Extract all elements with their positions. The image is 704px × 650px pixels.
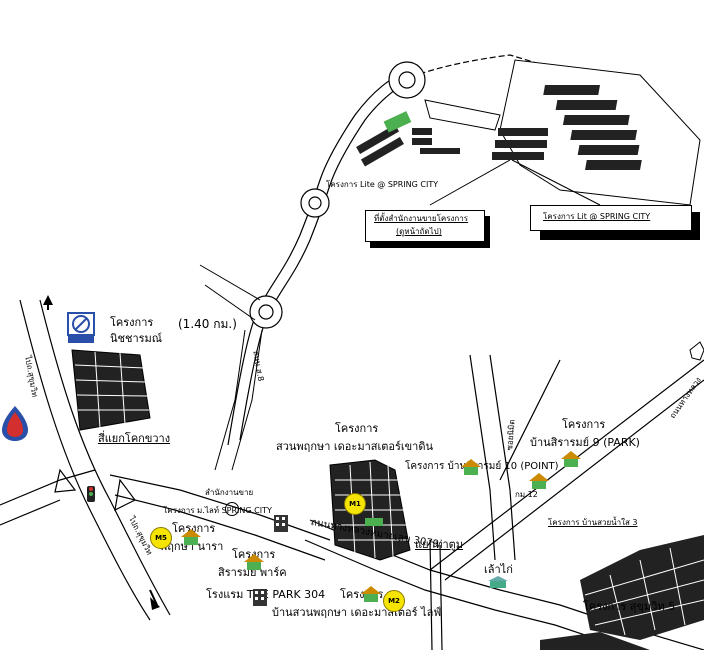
spring-city-lots xyxy=(356,85,642,170)
pruksa-nara-label-line2: พฤกษา นารา xyxy=(160,540,224,553)
building-icon xyxy=(273,511,289,533)
house-icon xyxy=(460,458,482,476)
ban-suay-label: โครงการ บ้านสวยน้ำใส 3 xyxy=(548,518,638,527)
arrow-south-icon xyxy=(150,597,160,610)
spring-city-top-label: โครงการ Lite @ SPRING CITY xyxy=(326,180,439,189)
sales-office-callout-line1: ที่ตั้งสำนักงานขายโครงการ xyxy=(374,214,469,223)
sales-office-callout-line2: (ดูหน้าถัดไป) xyxy=(396,227,442,236)
spring-city-mid-label: โครงการ ม.ไลท์ SPRING CITY xyxy=(163,506,272,515)
sukhumvit5-estate xyxy=(540,535,704,650)
sira-park9-label-line2: บ้านสิรารมย์ 9 (PARK) xyxy=(530,436,640,449)
green-park xyxy=(383,111,412,133)
spring-city-callout: โครงการ Lit @ SPRING CITY xyxy=(530,205,692,231)
building-icon xyxy=(225,502,239,516)
leader-lines xyxy=(429,159,601,206)
distance-label: (1.40 กม.) xyxy=(178,317,237,331)
suan-label-line2: สวนพฤกษา เดอะมาสเตอร์เขาดิน xyxy=(276,440,434,453)
sira-park-label-line2: สิรารมย์ พาร์ค xyxy=(218,566,287,579)
house-icon xyxy=(360,585,382,603)
bangchak-logo-icon xyxy=(67,312,95,344)
km12-label: กม.12 xyxy=(515,490,538,499)
spring-city-callout-label: โครงการ Lit @ SPRING CITY xyxy=(543,212,651,221)
building-icon xyxy=(689,341,704,361)
nichaarom-label-line2: นิชชารมณ์ xyxy=(110,332,162,345)
sales-office-callout: ที่ตั้งสำนักงานขายโครงการ (ดูหน้าถัดไป) xyxy=(365,210,485,242)
nichaarom-estate xyxy=(71,349,151,431)
suan-master-label-line2: บ้านสวนพฤกษา เดอะมาสเตอร์ ไลฟ์ xyxy=(272,606,442,619)
lao-kai-label: เล้าไก่ xyxy=(484,563,513,576)
pruksa-nara-label-line1: โครงการ xyxy=(172,522,216,535)
suan-label-line1: โครงการ xyxy=(335,422,379,435)
building-icon xyxy=(486,574,510,588)
intersection-label: สี่แยกโคกขวาง xyxy=(98,432,171,445)
house-icon xyxy=(528,472,550,490)
arrow-north-icon xyxy=(43,295,53,305)
road-46 xyxy=(199,264,263,471)
house-icon xyxy=(180,528,202,546)
nichaarom-label-line1: โครงการ xyxy=(110,316,154,329)
building-icon xyxy=(252,585,268,607)
sukhumvit-road xyxy=(0,299,331,621)
marker-m5[interactable]: M5 xyxy=(150,527,172,549)
marker-m1[interactable]: M1 xyxy=(344,493,366,515)
house-icon xyxy=(560,450,582,468)
marker-m2[interactable]: M2 xyxy=(383,590,405,612)
suan-estate xyxy=(329,459,411,561)
sales-office-label: สำนักงานขาย xyxy=(205,488,254,497)
sukhumvit5-label: โครงการ สุขุมวิท 5 xyxy=(583,600,676,613)
roundabout xyxy=(249,61,426,329)
spring-city-block xyxy=(424,59,701,206)
house-icon xyxy=(243,553,265,571)
traffic-light-icon xyxy=(87,486,95,502)
sira-park9-label-line1: โครงการ xyxy=(562,418,606,431)
sira-point-label: โครงการ บ้านสิรารมย์ 10 (POINT) xyxy=(405,461,559,472)
ptt-logo-icon xyxy=(0,404,30,442)
yaek-tha-toom-label: แยกท่าตูม xyxy=(415,538,464,551)
